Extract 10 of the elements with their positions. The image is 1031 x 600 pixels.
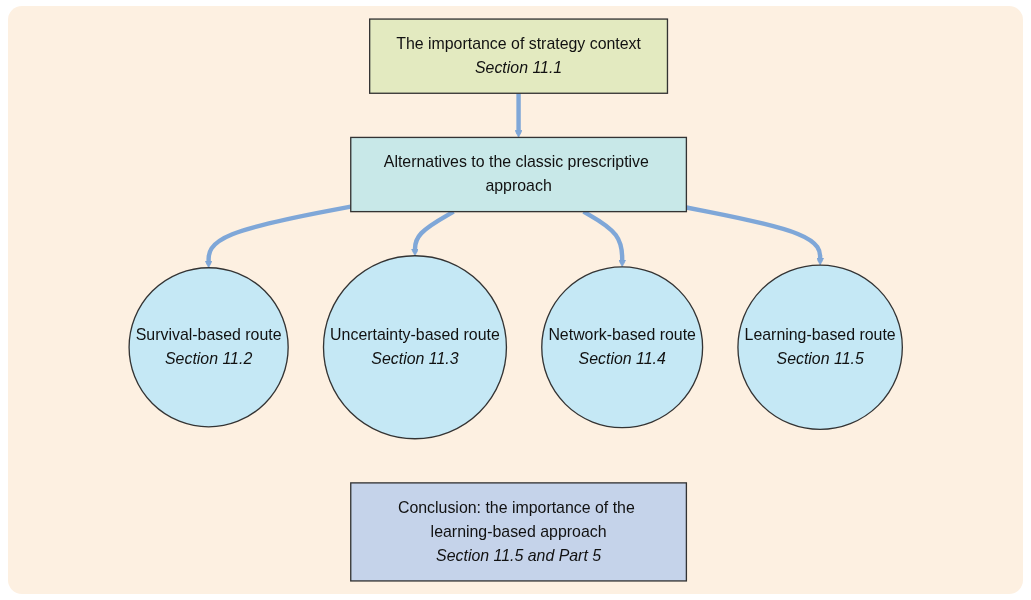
node-circle: Survival-based route Section 11.2 [128, 267, 289, 428]
node-circle: Learning-based route Section 11.5 [737, 264, 903, 431]
node-circle: Network-based route Section 11.4 [540, 266, 704, 429]
node-box: The importance of strategy context Section 11.1 [368, 18, 668, 94]
node-box: Conclusion: the importance of the learning-based approach Section 11.5 and Part 5 [349, 482, 687, 582]
node-circle: Uncertainty-based route Section 11.3 [322, 255, 507, 440]
arrow [685, 205, 824, 266]
node-box: Alternatives to the classic prescriptive approach [349, 136, 687, 213]
arrow [514, 93, 523, 138]
arrow [204, 204, 351, 269]
